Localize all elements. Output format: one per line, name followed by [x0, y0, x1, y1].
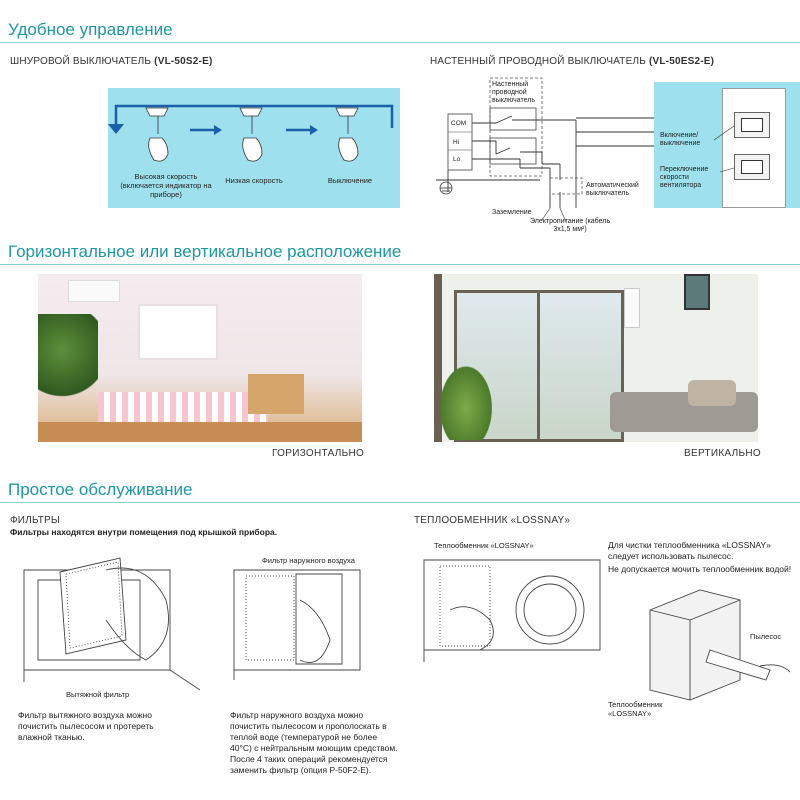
lossnay-cleaning-drawing: [649, 589, 791, 701]
section-divider: [0, 502, 800, 503]
exchanger-label: Теплообменник «LOSSNAY»: [434, 541, 534, 550]
filters-title: ФИЛЬТРЫ: [10, 515, 60, 526]
auto-switch-label: Автоматический выключатель: [586, 182, 639, 197]
ground-label: Заземление: [492, 209, 532, 216]
section-title-maintenance: Простое обслуживание: [8, 480, 193, 499]
exchanger-note-1: Для чистки теплообменника «LOSSNAY» след…: [608, 540, 771, 561]
vacuum-label: Пылесос: [750, 632, 782, 641]
exhaust-filter-drawing: [23, 557, 201, 691]
wall-box-label: Настенный проводной выключатель: [492, 81, 535, 104]
ac-unit: [68, 280, 120, 302]
living-room-photo: [434, 274, 758, 442]
cord-switch-diagram: [108, 104, 394, 162]
window: [138, 304, 218, 360]
exhaust-filter-label: Вытяжной фильтр: [66, 690, 130, 699]
cord-switch-title: ШНУРОВОЙ ВЫКЛЮЧАТЕЛЬ (VL-50S2-E): [10, 56, 213, 67]
on-off-label: Включение/ выключение: [660, 132, 701, 147]
section-title-control: Удобное управление: [8, 20, 173, 39]
terminal-lo: Lo: [453, 156, 461, 163]
filters-subtitle: Фильтры находятся внутри помещения под к…: [10, 527, 278, 537]
floor: [38, 422, 362, 442]
cord-step-low: Низкая скорость: [225, 176, 283, 185]
outdoor-filter-label: Фильтр наружного воздуха: [262, 556, 355, 565]
section-title-placement: Горизонтальное или вертикальное располож…: [8, 242, 402, 261]
section-divider: [0, 264, 800, 265]
wall-switch-title: НАСТЕННЫЙ ПРОВОДНОЙ ВЫКЛЮЧАТЕЛЬ (VL-50ES…: [430, 56, 715, 67]
vertical-caption: ВЕРТИКАЛЬНО: [684, 448, 761, 459]
exchanger-note-2: Не допускается мочить теплообменник водо…: [608, 564, 792, 574]
exhaust-note: Фильтр вытяжного воздуха можно почистить…: [18, 710, 154, 742]
cord-step-high: Высокая скорость (включается индикатор н…: [120, 172, 212, 199]
exchanger-label-2: Теплообменник «LOSSNAY»: [608, 700, 663, 718]
horizontal-caption: ГОРИЗОНТАЛЬНО: [272, 448, 365, 459]
exchanger-drawing: [423, 559, 601, 662]
plant: [436, 360, 496, 440]
bedroom-photo: [38, 274, 362, 442]
wiring-diagram: [436, 77, 656, 223]
power-label: Электропитание (кабель 3x1,5 мм²): [530, 218, 611, 233]
vertical-unit: [624, 288, 640, 328]
outdoor-filter-drawing: [233, 569, 361, 680]
desk: [248, 374, 304, 414]
bed: [98, 392, 268, 426]
terminal-com: COM: [451, 120, 467, 127]
on-off-button[interactable]: [734, 112, 770, 138]
outdoor-note: Фильтр наружного воздуха можно почистить…: [230, 710, 398, 775]
small-window: [684, 274, 710, 310]
exchanger-title: ТЕПЛООБМЕННИК «LOSSNAY»: [414, 515, 571, 526]
cushion: [688, 380, 736, 406]
speed-label: Переключение скорости вентилятора: [660, 166, 709, 189]
speed-button[interactable]: [734, 154, 770, 180]
terminal-hi: Hi: [453, 139, 460, 146]
wall-switch-plate: [722, 88, 786, 208]
cord-step-off: Выключение: [327, 176, 373, 185]
plant: [38, 314, 98, 404]
section-divider: [0, 42, 800, 43]
